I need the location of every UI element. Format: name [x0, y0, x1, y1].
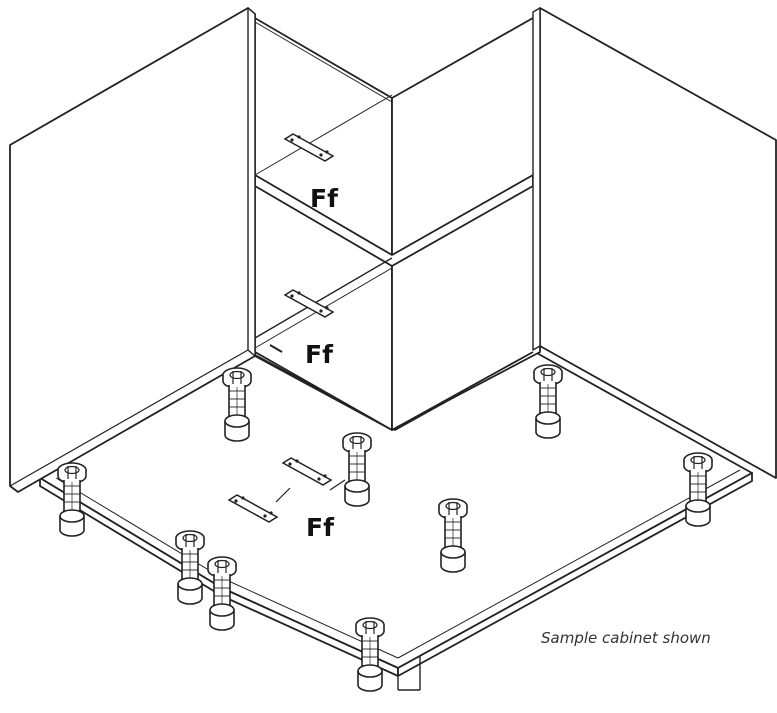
side-panel-left [9, 7, 256, 493]
fixing-label-base: Ff [306, 513, 334, 542]
caption: Sample cabinet shown [541, 629, 711, 647]
fixing-label-upper: Ff [310, 184, 338, 213]
fixing-label-middle: Ff [305, 340, 333, 369]
side-panel-right [532, 7, 777, 479]
